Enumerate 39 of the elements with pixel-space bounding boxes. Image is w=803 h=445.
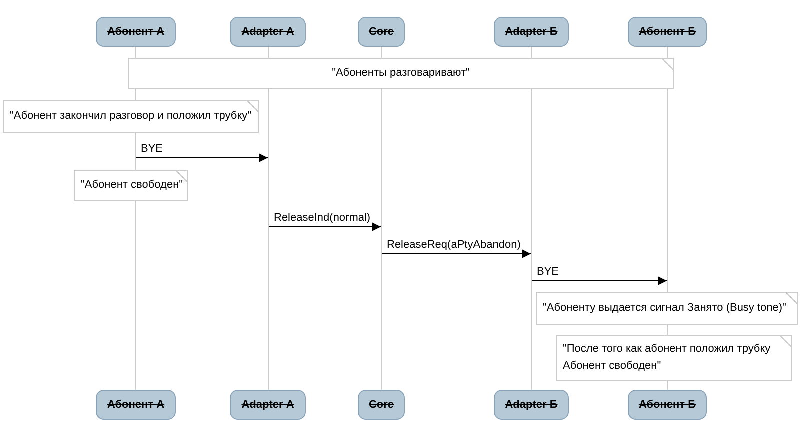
lifeline xyxy=(268,47,269,390)
note-box xyxy=(556,335,792,381)
participant-box xyxy=(358,17,405,47)
message-label: ReleaseReq(aPtyAbandon) xyxy=(387,239,521,252)
participant-name: Core xyxy=(368,26,394,38)
note-box xyxy=(536,292,798,325)
participant-box xyxy=(628,17,707,47)
participant-box xyxy=(230,390,306,420)
message-arrow xyxy=(382,250,532,258)
lifeline xyxy=(381,47,382,390)
note-text: "Абоненты разговаривают" xyxy=(332,66,470,81)
participant-name: Adapter А xyxy=(242,399,294,411)
participant-box xyxy=(494,390,569,420)
note-box xyxy=(3,100,259,133)
participant-name: Core xyxy=(368,399,394,411)
participant-box xyxy=(230,17,306,47)
participant-name: Абонент Б xyxy=(638,26,696,38)
message-arrow xyxy=(532,276,668,286)
message-arrow xyxy=(136,154,268,162)
message-arrow xyxy=(268,222,382,232)
participant-box xyxy=(628,390,707,420)
note-box xyxy=(74,170,188,201)
participant-box xyxy=(494,17,569,47)
participant-name: Adapter Б xyxy=(505,399,558,411)
note-text: "Абоненту выдается сигнал Занято (Busy tone)" xyxy=(543,301,786,316)
participant-name: Абонент А xyxy=(107,26,165,38)
participant-name: Абонент А xyxy=(107,399,165,411)
participant-box xyxy=(96,390,176,420)
note-box xyxy=(128,58,674,89)
message-label: ReleaseInd(normal) xyxy=(274,212,371,225)
lifeline xyxy=(531,47,532,390)
participant-name: Абонент Б xyxy=(638,399,696,411)
participant-name: Adapter А xyxy=(242,26,294,38)
note-text: "После того как абонент положил трубку Абонент свободен" xyxy=(563,342,772,374)
participant-box xyxy=(358,390,405,420)
note-text: "Абонент закончил разговор и положил трубку" xyxy=(10,109,252,124)
note-text: "Абонент свободен" xyxy=(81,178,184,193)
participant-name: Adapter Б xyxy=(505,26,558,38)
participant-box xyxy=(96,17,176,47)
